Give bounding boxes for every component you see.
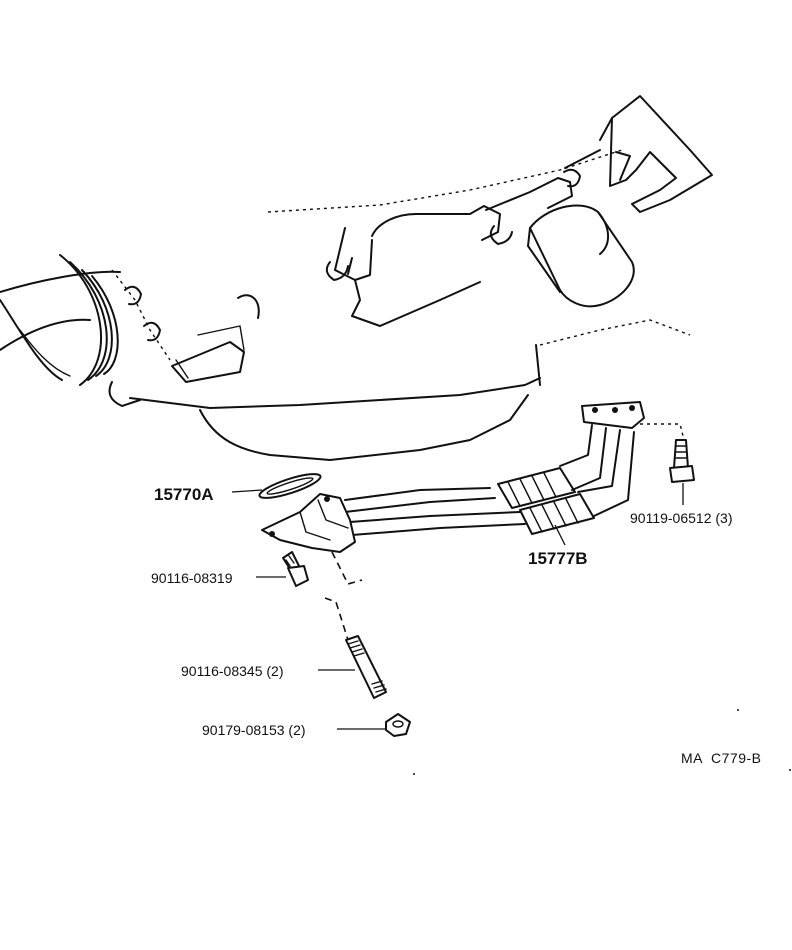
tube-label: 15777B xyxy=(528,549,588,568)
bolt-icon xyxy=(282,551,309,587)
union-bolt-label: 90116-08319 xyxy=(151,570,233,586)
flange-bolt-label: 90119-06512 (3) xyxy=(630,510,732,526)
stud-bolt-icon xyxy=(345,635,387,699)
gasket-label: 15770A xyxy=(154,485,214,504)
engine-block-icon xyxy=(0,95,713,461)
stud-label: 90116-08345 (2) xyxy=(181,663,283,679)
gasket-icon xyxy=(258,473,322,499)
oil-filter-icon xyxy=(485,168,635,308)
oil-cooler-tube-icon xyxy=(261,401,645,553)
nut-icon xyxy=(385,713,411,737)
diagram-ref-code: MA C779-B xyxy=(681,750,761,766)
bolt-icon xyxy=(669,439,695,483)
nut-label: 90179-08153 (2) xyxy=(202,722,306,738)
